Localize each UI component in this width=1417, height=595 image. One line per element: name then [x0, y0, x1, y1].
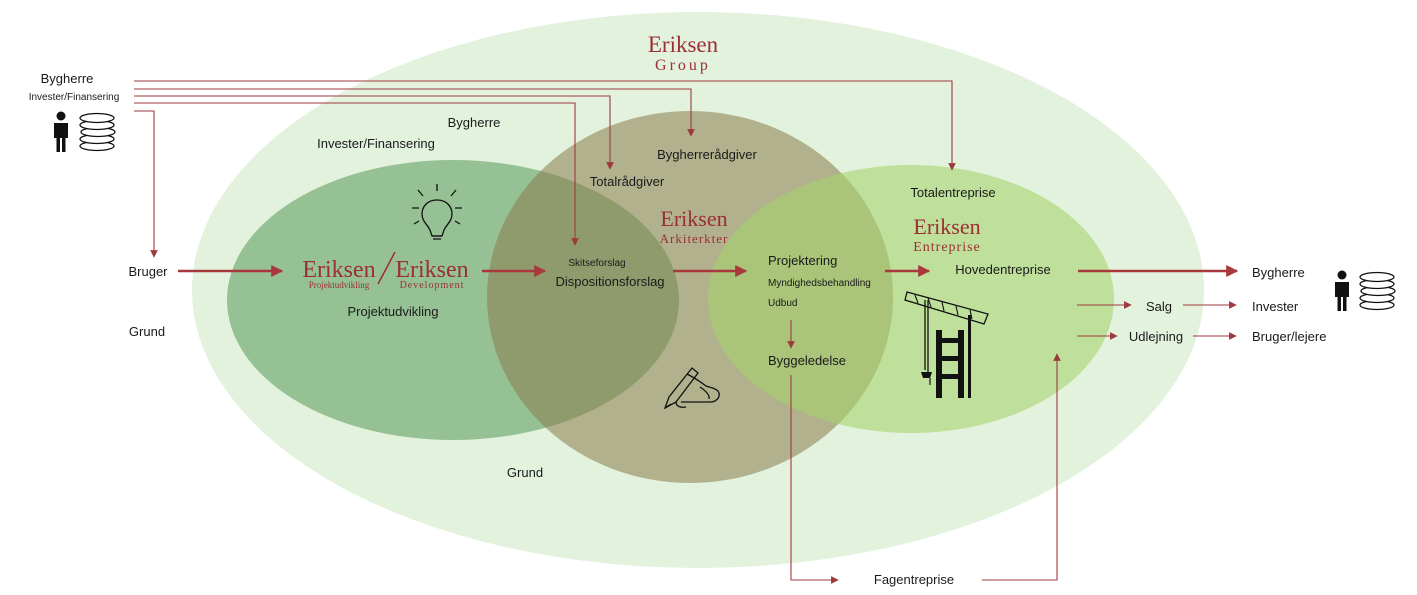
right-bygherre-label: Bygherre: [1252, 265, 1305, 280]
dev-label: Projektudvikling: [347, 304, 438, 319]
flow-line-totalraadgiver: [134, 95, 614, 170]
investor-icon-right: [1335, 270, 1396, 311]
ark-disposition-label: Dispositionsforslag: [555, 274, 664, 289]
group-sub: Group: [655, 57, 711, 74]
investor-icon: [54, 111, 116, 152]
ent-totalentreprise-label: Totalentreprise: [910, 185, 995, 200]
ent-brand: Eriksen: [913, 214, 980, 239]
hand-pen-icon: [663, 367, 720, 410]
proj-udbud-label: Udbud: [768, 298, 797, 309]
dev-sub-1: Projektudvikling: [309, 280, 370, 290]
proj-fagentreprise-label: Fagentreprise: [874, 572, 954, 587]
lightbulb-icon: [412, 184, 462, 240]
ark-totalraadgiver-label: Totalrådgiver: [590, 174, 665, 189]
left-bruger-label: Bruger: [128, 264, 168, 279]
inner-grund-label: Grund: [507, 465, 543, 480]
ark-sub: Arkiterkter: [660, 231, 729, 246]
dev-sub-2: Development: [400, 280, 465, 291]
flow-line-skitseforslag: [134, 102, 579, 246]
right-salg-label: Salg: [1146, 299, 1172, 314]
ark-raadgiver-label: Bygherrerådgiver: [657, 147, 757, 162]
flow-line-bruger: [134, 110, 158, 258]
right-udlejning-label: Udlejning: [1129, 329, 1183, 344]
flow-line-totalentreprise: [134, 80, 956, 171]
left-invester-label: Invester/Finansering: [29, 92, 120, 103]
ent-sub: Entreprise: [913, 240, 981, 255]
flow-line-from-fagentreprise: [982, 353, 1061, 581]
ent-hovedentreprise-label: Hovedentreprise: [955, 262, 1050, 277]
inner-bygherre-label: Bygherre: [448, 115, 501, 130]
ark-brand: Eriksen: [660, 206, 727, 231]
ark-skitse-label: Skitseforslag: [568, 258, 625, 269]
inner-invester-label: Invester/Finansering: [317, 136, 435, 151]
right-invester-label: Invester: [1252, 299, 1299, 314]
group-brand: Eriksen: [648, 32, 719, 57]
flow-line-to-fagentreprise: [790, 375, 839, 584]
dev-brand-1: Eriksen: [302, 257, 375, 283]
left-grund-label: Grund: [129, 324, 165, 339]
left-bygherre-label: Bygherre: [41, 71, 94, 86]
entreprise-ellipse: [708, 165, 1114, 433]
proj-myndighed-label: Myndighedsbehandling: [768, 278, 871, 289]
right-bruger-label: Bruger/lejere: [1252, 329, 1326, 344]
proj-byggeledelse-label: Byggeledelse: [768, 353, 846, 368]
crane-icon: [904, 291, 989, 398]
dev-brand-divider: [377, 251, 396, 285]
dev-brand-2: Eriksen: [395, 257, 468, 283]
proj-projektering-label: Projektering: [768, 253, 837, 268]
flow-line-bygherreraadgiver: [134, 88, 695, 137]
